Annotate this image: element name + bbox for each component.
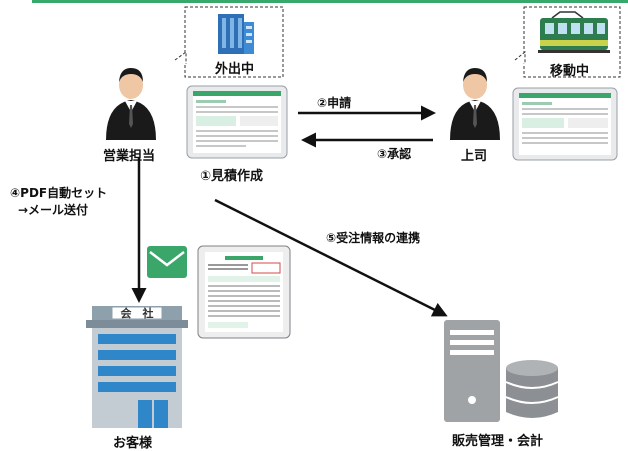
header-rule — [32, 0, 628, 3]
step-1-label: ①見積作成 — [200, 169, 264, 184]
tablet-approval-icon — [512, 87, 618, 161]
arrow-order-link — [214, 198, 448, 317]
status-away-label: 外出中 — [215, 62, 255, 77]
pdf-document-preview — [197, 245, 291, 339]
boss-avatar — [450, 68, 500, 140]
erp-label: 販売管理・会計 — [452, 434, 544, 449]
tablet-estimate-icon — [186, 85, 288, 159]
step-5-label: ⑤受注情報の連携 — [326, 231, 421, 245]
boss-label: 上司 — [461, 149, 488, 164]
status-moving-label: 移動中 — [550, 64, 590, 79]
step-2-label: ②申請 — [317, 96, 352, 110]
train-icon — [538, 11, 610, 53]
company-building-icon — [86, 306, 188, 428]
sales-person-avatar — [106, 68, 156, 140]
step-3-label: ③承認 — [377, 147, 412, 161]
server-icon — [444, 320, 500, 422]
step-4-label-line2: →メール送付 — [18, 203, 89, 217]
database-icon — [505, 360, 559, 418]
sales-person-label: 営業担当 — [103, 149, 156, 164]
step-4-label-line1: ④PDF自動セット — [10, 186, 108, 200]
company-sign: 会 社 — [121, 306, 154, 320]
office-building-icon — [218, 14, 254, 54]
customer-label: お客様 — [113, 436, 153, 451]
mail-icon — [147, 246, 187, 278]
